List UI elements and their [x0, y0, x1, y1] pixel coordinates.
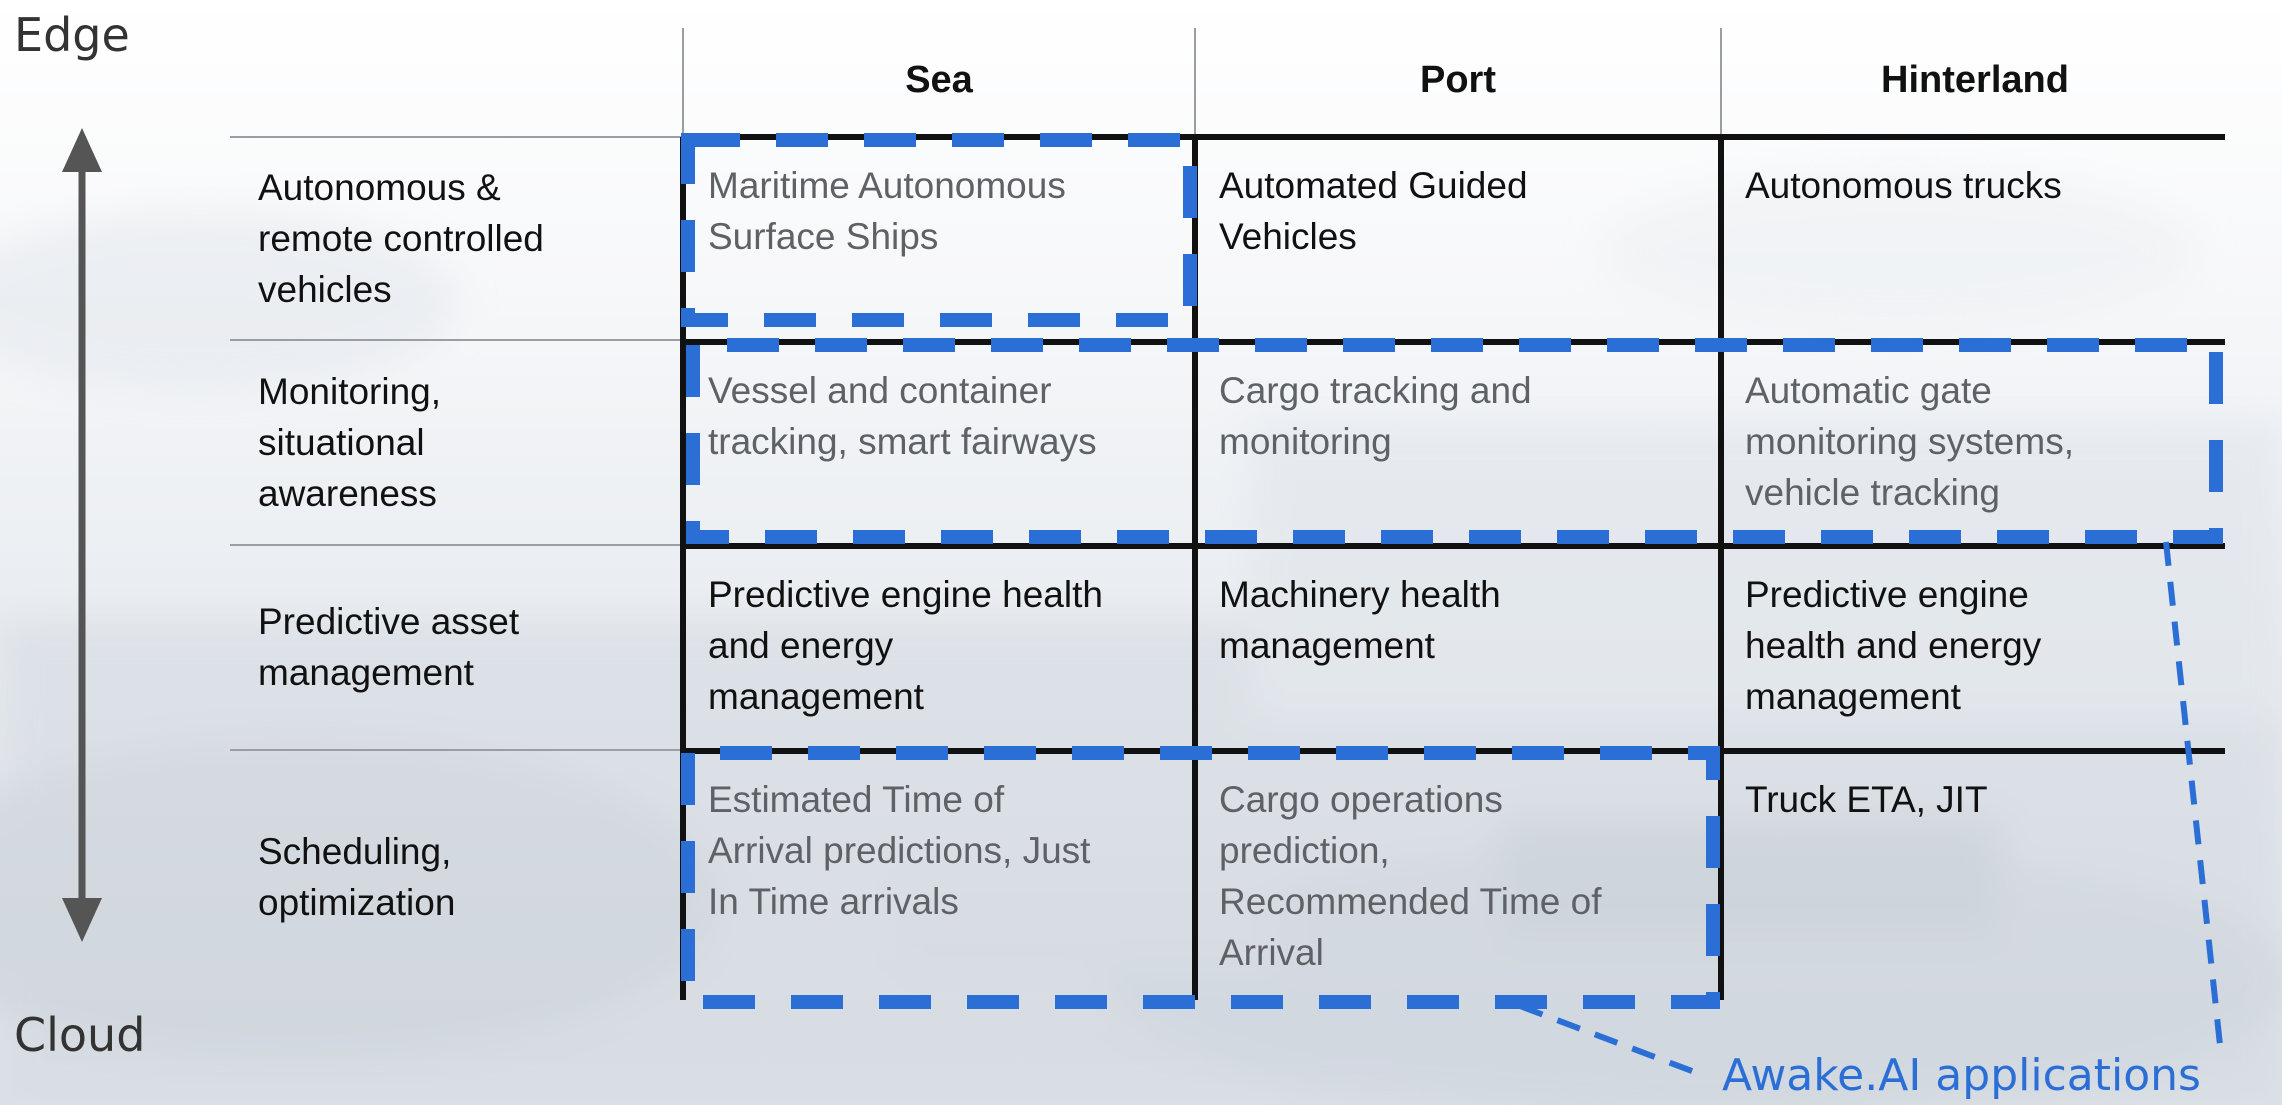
row-label-scheduling: Scheduling, optimization [258, 831, 456, 923]
cell-scheduling-hinterland: Truck ETA, JIT [1745, 779, 1988, 820]
cell-predictive-sea: Predictive engine health and energy mana… [708, 574, 1103, 717]
column-header-hinterland: Hinterland [1881, 58, 2069, 101]
highlight-autonomous-sea [681, 133, 1197, 327]
cloud-label: Cloud [14, 1008, 146, 1062]
highlight-scheduling-sea-port [681, 746, 1720, 1009]
edge-cloud-arrow [62, 128, 102, 942]
awake-connectors [1518, 541, 2223, 1079]
edge-label: Edge [14, 8, 130, 62]
cell-monitoring-sea: Vessel and container tracking, smart fai… [708, 370, 1097, 462]
thin-separators [230, 28, 1722, 751]
cell-monitoring-port: Cargo tracking and monitoring [1219, 370, 1532, 462]
cell-autonomous-hinterland: Autonomous trucks [1745, 165, 2062, 206]
cell-predictive-hinterland: Predictive engine health and energy mana… [1745, 574, 2042, 717]
cell-scheduling-sea: Estimated Time of Arrival predictions, J… [708, 779, 1091, 922]
cell-monitoring-hinterland: Automatic gate monitoring systems, vehic… [1745, 370, 2074, 513]
awake-highlight-outlines [681, 133, 2223, 1009]
cell-predictive-port: Machinery health management [1219, 574, 1501, 666]
row-label-monitoring: Monitoring, situational awareness [258, 371, 442, 514]
awake-ai-applications-label: Awake.AI applications [1722, 1050, 2201, 1101]
highlight-monitoring-row [686, 338, 2223, 544]
cell-autonomous-port: Automated Guided Vehicles [1219, 165, 1528, 257]
column-header-port: Port [1420, 58, 1496, 101]
column-header-sea: Sea [905, 58, 973, 101]
cell-scheduling-port: Cargo operations prediction, Recommended… [1219, 779, 1602, 973]
row-label-predictive: Predictive asset management [258, 601, 520, 693]
row-label-autonomous: Autonomous & remote controlled vehicles [258, 167, 544, 310]
cell-autonomous-sea: Maritime Autonomous Surface Ships [708, 165, 1066, 257]
